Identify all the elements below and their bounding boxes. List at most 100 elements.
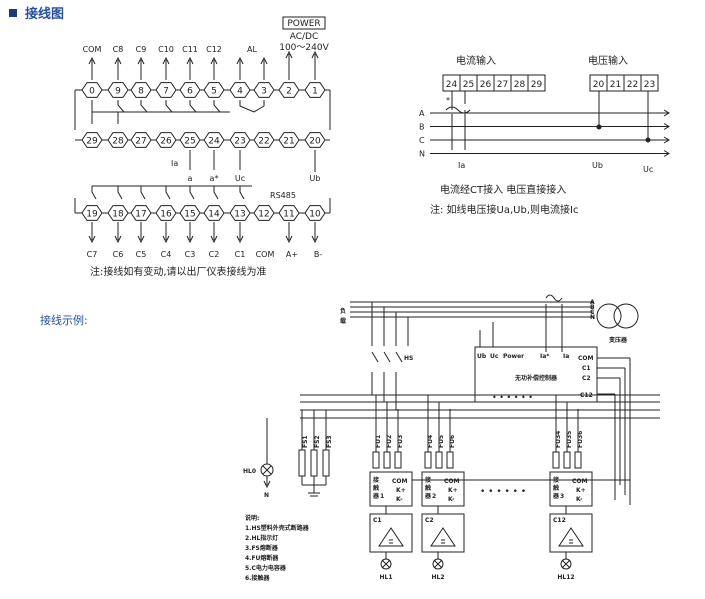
phase-line-label: B: [419, 123, 425, 132]
relay-switches-top: [91, 100, 265, 124]
terminal-number: 24: [208, 137, 220, 147]
top-label-c8: C8: [113, 45, 124, 54]
fu-fuse-icon: [552, 451, 560, 469]
terminal-number: 28: [112, 137, 124, 147]
legend-2: 2.HL指示灯: [245, 534, 278, 542]
terminal-number: 27: [135, 137, 146, 147]
terminal-hex: [130, 205, 152, 221]
terminal-hex: [304, 205, 326, 221]
bottom-label-c5: C5: [136, 250, 147, 259]
terminal-number: 9: [115, 87, 121, 97]
legend-3: 3.FS熔断器: [245, 544, 279, 552]
terminal-number: 5: [211, 87, 217, 97]
contactor-box: [549, 471, 593, 507]
terminal-hex: [81, 82, 103, 98]
terminal-number: 3: [261, 87, 267, 97]
break-mark-1: • • • • • •: [492, 393, 533, 402]
fu-fuse-icon: [446, 451, 454, 469]
terminal-hex: [229, 205, 251, 221]
indicator-lamp-icon: [432, 558, 444, 570]
hl0-label: HL0: [243, 468, 256, 475]
terminal-hex: [253, 132, 275, 148]
input-terminal-number: 26: [480, 80, 492, 90]
bottom-arrows: [88, 222, 319, 244]
terminal-number: 14: [208, 210, 220, 220]
contactor-k-minus: K-: [396, 496, 403, 503]
fu-label: FU5: [438, 435, 445, 448]
terminal-number: 4: [237, 87, 243, 97]
fs-fuse-icon: [322, 449, 330, 477]
bus-bar-label: A: [590, 299, 595, 306]
terminal-number: 0: [89, 87, 95, 97]
bus-bar-label: N: [590, 314, 595, 321]
input-terminal-box: [527, 74, 546, 92]
legend-6: 6.接触器: [245, 574, 270, 582]
terminal-number: 20: [309, 137, 321, 147]
bottom-label-c3: C3: [185, 250, 196, 259]
input-label-ia: Ia: [458, 161, 465, 170]
phase-line-label: A: [419, 109, 425, 118]
terminal-hex: [304, 132, 326, 148]
terminal-hex: [179, 82, 201, 98]
mid-label-ub: Ub: [310, 174, 321, 183]
input-terminal-number: 29: [531, 80, 543, 90]
terminal-hex: [155, 205, 177, 221]
terminal-number: 17: [135, 210, 146, 220]
terminal-diagram: POWER AC/DC 100～240V COM C8 C9 C10 C11 C…: [74, 16, 331, 278]
terminal-number: 12: [258, 210, 269, 220]
bus-ct-icon: [545, 294, 563, 302]
terminal-hex: [107, 82, 129, 98]
terminal-hex: [253, 82, 275, 98]
lamp-label: HL12: [557, 574, 574, 581]
ctrl-right-c1: C1: [582, 365, 591, 372]
fu-fuse-icon: [372, 451, 380, 469]
current-input-title: 电流输入: [456, 54, 496, 67]
phase-line-label: N: [419, 150, 425, 159]
bus-bar-label: B: [590, 304, 595, 311]
example-title: 接线示例:: [40, 314, 88, 327]
input-terminal-number: 23: [644, 80, 655, 90]
top-label-al: AL: [247, 45, 257, 54]
fu-label: FU4: [427, 435, 434, 448]
input-terminal-number: 20: [593, 80, 605, 90]
capacitor-label: C12: [553, 517, 566, 524]
terminal-hex: [107, 205, 129, 221]
ctrl-term-uc: Uc: [490, 353, 499, 360]
terminal-number: 16: [160, 210, 172, 220]
top-label-c11: C11: [182, 45, 198, 54]
contactor-com: COM: [444, 478, 460, 485]
top-arrows: [88, 50, 319, 80]
ctrl-term-power: Power: [503, 353, 524, 360]
terminal-number: 15: [184, 210, 195, 220]
input-note: 注: 如线电压接Ua,Ub,则电流接Ic: [430, 203, 578, 216]
capacitor-box: [549, 513, 593, 553]
terminal-number: 2: [286, 87, 292, 97]
contactor-box: [421, 471, 465, 507]
fu-label: FU2: [386, 435, 393, 448]
contactor-char: 触: [552, 484, 559, 492]
terminal-hex: [130, 132, 152, 148]
capacitor-triangle-icon: [378, 527, 404, 547]
terminal-note: 注:接线如有变动,请以出厂仪表接线为准: [90, 265, 267, 278]
contactor-char: 触: [424, 484, 431, 492]
square-bullet-icon: [9, 8, 17, 17]
transformer-coil-1: [596, 303, 622, 329]
capacitor-label: C2: [425, 517, 434, 524]
load-char-2: 载: [340, 317, 346, 325]
voltage-input-title: 电压输入: [588, 54, 628, 67]
mid-label-a-star: a*: [210, 174, 219, 183]
terminal-number: 10: [309, 210, 321, 220]
fu-fuse-icon: [563, 451, 571, 469]
terminal-number: 8: [138, 87, 144, 97]
contactor-char: 接: [552, 476, 559, 484]
contactor-com: COM: [392, 478, 408, 485]
capacitor-box: [369, 513, 413, 553]
capacitor-triangle-icon: [430, 527, 456, 547]
branch-dots: • • • • • •: [480, 487, 526, 497]
